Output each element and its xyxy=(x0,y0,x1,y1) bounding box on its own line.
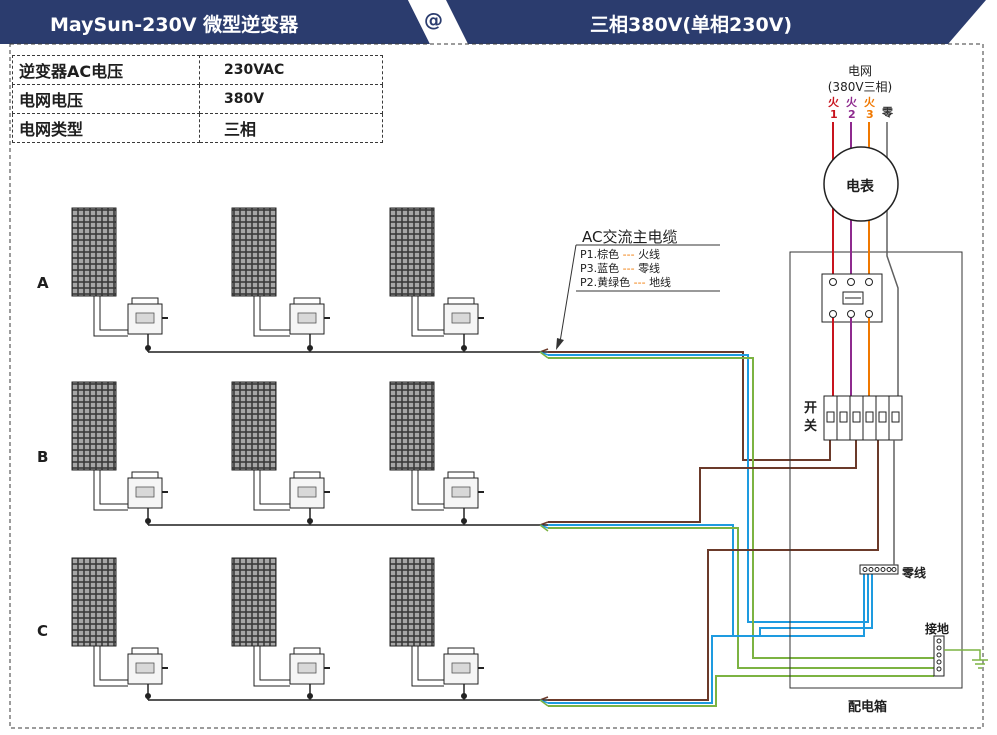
solar-panel xyxy=(231,381,277,471)
solar-unit xyxy=(231,207,330,352)
row-label-b: B xyxy=(37,448,49,466)
solar-panel xyxy=(231,207,277,297)
connector xyxy=(145,518,151,524)
solar-unit xyxy=(71,557,168,700)
earth-wire-a xyxy=(548,357,934,659)
electric-meter xyxy=(823,146,899,222)
connector xyxy=(307,345,313,351)
cable-legend-line: P2.黄绿色 --- 地线 xyxy=(580,276,672,289)
grid-title: 电网 xyxy=(847,64,872,78)
row-label-a: A xyxy=(37,274,49,292)
solar-panel xyxy=(71,207,117,297)
meter-label: 电表 xyxy=(846,179,874,195)
micro-inverter xyxy=(443,471,484,509)
neutral-bar xyxy=(859,564,899,575)
neutral-wire-c xyxy=(548,574,873,704)
spec-row: 电网类型 三相 xyxy=(12,113,383,143)
micro-inverter xyxy=(289,471,330,509)
live-wire-c xyxy=(548,440,879,701)
connector xyxy=(145,345,151,351)
spec-value: 230VAC xyxy=(199,55,383,85)
phase-label: 火 xyxy=(846,96,857,109)
switch-label: 开关 xyxy=(804,401,818,434)
micro-inverter xyxy=(127,647,168,685)
solar-unit xyxy=(71,381,168,525)
phase-number: 3 xyxy=(866,108,874,121)
ground-label: 接地 xyxy=(925,622,950,636)
solar-unit xyxy=(389,557,484,700)
row-label-c: C xyxy=(37,622,49,640)
neutral-wire-a xyxy=(548,354,869,623)
solar-unit xyxy=(231,557,330,700)
box-label: 配电箱 xyxy=(848,700,888,715)
spec-table: 逆变器AC电压 230VAC 电网电压 380V 电网类型 三相 xyxy=(12,55,383,143)
micro-inverter xyxy=(127,297,168,335)
wiring xyxy=(148,348,934,707)
live-wire-a xyxy=(548,351,831,461)
solar-panel xyxy=(231,557,277,647)
header-bar xyxy=(0,0,986,44)
solar-panel xyxy=(389,207,435,297)
connector xyxy=(307,693,313,699)
neutral-wire-b xyxy=(548,524,865,637)
connector xyxy=(461,693,467,699)
branch-switch xyxy=(849,395,864,441)
connector xyxy=(461,345,467,351)
micro-inverter xyxy=(289,647,330,685)
cable-legend-line: P3.蓝色 --- 零线 xyxy=(580,262,661,275)
phase-number: 1 xyxy=(830,108,838,121)
connector xyxy=(461,518,467,524)
cable-legend-line: P1.棕色 --- 火线 xyxy=(580,248,661,261)
branch-switch xyxy=(888,395,903,441)
branch-switch xyxy=(875,395,890,441)
solar-unit xyxy=(231,381,330,525)
header-product: MaySun-230V 微型逆变器 xyxy=(50,14,299,36)
phase-label: 火 xyxy=(864,96,875,109)
branch-switch xyxy=(836,395,851,441)
connector xyxy=(307,518,313,524)
solar-panel xyxy=(389,381,435,471)
branch-switch xyxy=(862,395,877,441)
phase-label: 火 xyxy=(828,96,839,109)
phase-label: 零 xyxy=(882,106,893,119)
spec-label: 电网类型 xyxy=(12,113,200,143)
grid-subtitle: (380V三相) xyxy=(827,80,893,94)
solar-unit xyxy=(71,207,168,352)
micro-inverter xyxy=(127,471,168,509)
earth-wire-b xyxy=(548,527,934,669)
neutral-label: 零线 xyxy=(902,566,927,580)
micro-inverter xyxy=(443,297,484,335)
micro-inverter xyxy=(443,647,484,685)
connector xyxy=(145,693,151,699)
solar-unit xyxy=(389,207,484,352)
solar-panel xyxy=(71,381,117,471)
cable-title: AC交流主电缆 xyxy=(582,228,678,246)
spec-row: 电网电压 380V xyxy=(12,84,383,114)
branch-switch xyxy=(823,395,838,441)
ground-bar xyxy=(933,635,988,677)
spec-value: 三相 xyxy=(199,113,383,143)
live-wire-b xyxy=(548,440,857,523)
distribution-box xyxy=(789,251,963,689)
main-breaker xyxy=(821,273,883,323)
header-at: @ xyxy=(424,9,443,31)
spec-value: 380V xyxy=(199,84,383,114)
solar-unit xyxy=(389,381,484,525)
solar-panel xyxy=(71,557,117,647)
cable-leader xyxy=(556,244,720,350)
phase-number: 2 xyxy=(848,108,856,121)
branch-switches xyxy=(823,395,903,441)
cable-legend: P1.棕色 --- 火线 P3.蓝色 --- 零线 P2.黄绿色 --- 地线 xyxy=(580,248,671,290)
solar-panel xyxy=(389,557,435,647)
earth-wire-c xyxy=(548,675,934,707)
micro-inverter xyxy=(289,297,330,335)
header-grid-type: 三相380V(单相230V) xyxy=(590,14,793,36)
solar-array xyxy=(71,207,484,700)
